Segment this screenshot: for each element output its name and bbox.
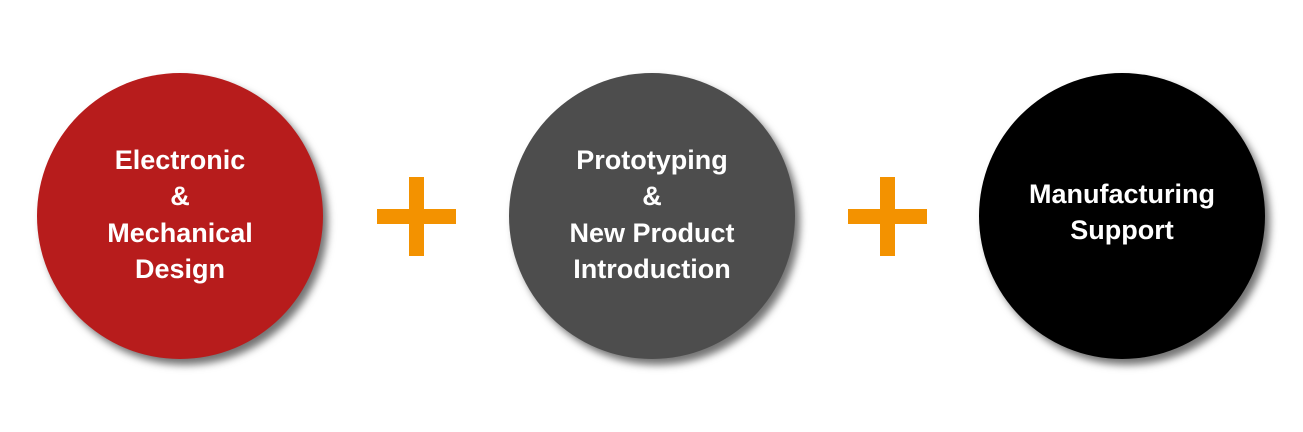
step-electronic-mechanical-design: Electronic & Mechanical Design (37, 73, 323, 359)
step-line: Support (1070, 215, 1174, 245)
step-line: Prototyping (576, 144, 728, 175)
step-line: New Product (569, 217, 735, 248)
step-manufacturing-support: Manufacturing Support (979, 73, 1265, 359)
step-line: Electronic (114, 144, 246, 175)
step-line: Mechanical (107, 217, 253, 248)
plus-icon (848, 177, 927, 256)
plus-bar-vertical (409, 177, 424, 256)
step-line: Introduction (573, 254, 731, 284)
step-line: Design (134, 254, 226, 284)
plus-bar-vertical (880, 177, 895, 256)
step-prototyping-npi: Prototyping & New Product Introduction (509, 73, 795, 359)
plus-icon (377, 177, 456, 256)
step-line: & (170, 181, 190, 211)
step-line: Manufacturing (1029, 178, 1215, 209)
step-line: & (642, 181, 662, 211)
